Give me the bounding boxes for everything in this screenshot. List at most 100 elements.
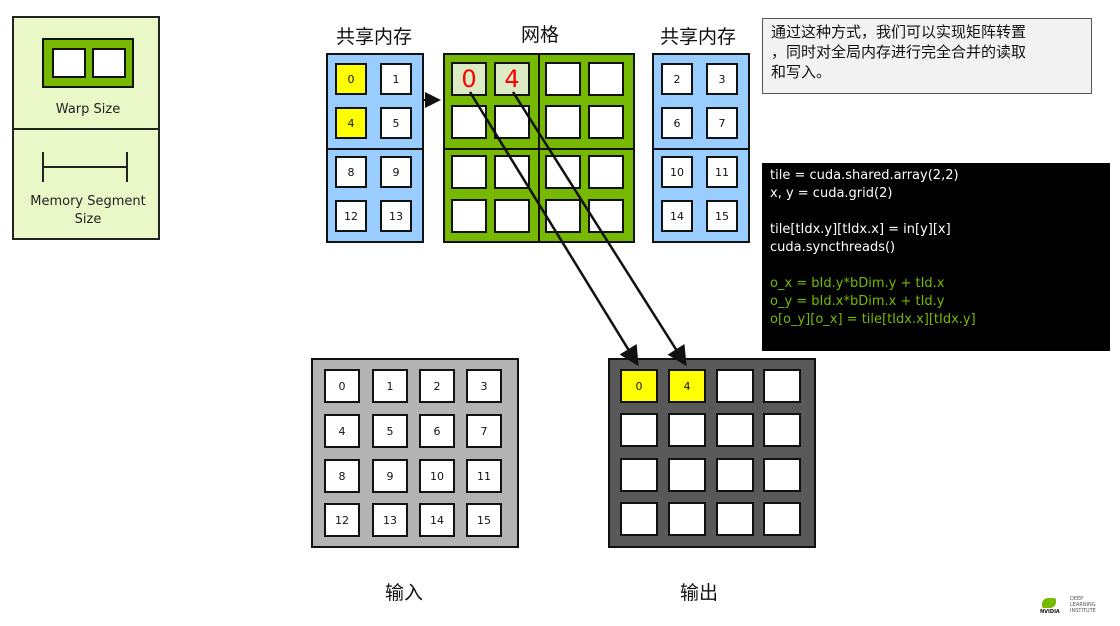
- grid-cell: [451, 155, 487, 189]
- input-cell: 11: [466, 459, 502, 493]
- dli-line: LEARNING: [1070, 602, 1096, 608]
- grid-cell: [588, 62, 624, 96]
- output-cell: [763, 369, 801, 403]
- grid-cell: [494, 199, 530, 233]
- note-line: 通过这种方式，我们可以实现矩阵转置: [771, 23, 1027, 41]
- code-line: x, y = cuda.grid(2): [770, 186, 893, 201]
- output-cell: [668, 502, 706, 536]
- code-line-green: o_x = bId.y*bDim.y + tId.x: [770, 276, 945, 291]
- output-cell: [716, 413, 754, 447]
- input-cell: 5: [372, 414, 408, 448]
- warp-square: [52, 48, 86, 78]
- code-line-green: o[o_y][o_x] = tile[tIdx.x][tIdx.y]: [770, 312, 976, 327]
- shared-right-cell: 2: [661, 63, 693, 95]
- shared-right-cell: 11: [706, 156, 738, 188]
- grid-cell: [588, 199, 624, 233]
- grid-cell: [451, 199, 487, 233]
- shared-memory-right-title: 共享内存: [660, 26, 737, 48]
- tile-divider: [652, 148, 750, 150]
- grid-title: 网格: [521, 24, 560, 46]
- input-cell: 9: [372, 459, 408, 493]
- memory-segment-size-label: Size: [74, 212, 102, 227]
- grid-cell: [545, 199, 581, 233]
- input-cell: 15: [466, 503, 502, 537]
- input-cell: 3: [466, 369, 502, 403]
- arrow-grid-4-to-output: [511, 91, 687, 367]
- output-cell: [716, 369, 754, 403]
- output-cell: [763, 502, 801, 536]
- shared-left-cell: 5: [380, 107, 412, 139]
- segment-tick-right: [126, 152, 128, 182]
- note-line: ，同时对全局内存进行完全合并的读取: [771, 43, 1027, 61]
- shared-left-cell: 1: [380, 63, 412, 95]
- arrow-grid-0-to-output: [468, 91, 639, 367]
- nvidia-eye-icon: [1042, 598, 1056, 608]
- shared-memory-left-title: 共享内存: [336, 26, 413, 48]
- input-cell: 0: [324, 369, 360, 403]
- input-title: 输入: [385, 582, 424, 604]
- input-cell: 6: [419, 414, 455, 448]
- grid-cell-highlight: 4: [494, 62, 530, 96]
- shared-right-cell: 14: [661, 200, 693, 232]
- output-cell: [620, 502, 658, 536]
- legend-divider: [14, 128, 158, 130]
- nvidia-dli-logo: NVIDIA DEEP LEARNING INSTITUTE: [1040, 596, 1106, 618]
- code-line: tile[tIdx.y][tIdx.x] = in[y][x]: [770, 222, 951, 237]
- code-block: tile = cuda.shared.array(2,2) x, y = cud…: [762, 163, 1110, 351]
- shared-right-cell: 15: [706, 200, 738, 232]
- input-cell: 8: [324, 459, 360, 493]
- input-cell: 12: [324, 503, 360, 537]
- explanation-note: 通过这种方式，我们可以实现矩阵转置 ，同时对全局内存进行完全合并的读取 和写入。: [762, 18, 1092, 94]
- input-cell: 10: [419, 459, 455, 493]
- code-line-green: o_y = bId.x*bDim.x + tId.y: [770, 294, 945, 309]
- output-title: 输出: [680, 582, 719, 604]
- shared-left-cell: 12: [335, 200, 367, 232]
- note-line: 和写入。: [771, 63, 832, 81]
- grid-cell: [588, 155, 624, 189]
- input-cell: 7: [466, 414, 502, 448]
- shared-right-cell: 3: [706, 63, 738, 95]
- grid-cell: [545, 62, 581, 96]
- output-cell: [620, 458, 658, 492]
- grid-cell: [588, 105, 624, 139]
- dli-line: INSTITUTE: [1070, 608, 1096, 614]
- output-cell-highlight: 0: [620, 369, 658, 403]
- segment-tick-left: [42, 152, 44, 182]
- output-cell: [716, 458, 754, 492]
- dli-line: DEEP: [1070, 596, 1084, 602]
- tile-divider: [326, 148, 424, 150]
- warp-size-icon: [42, 38, 134, 88]
- input-cell: 4: [324, 414, 360, 448]
- input-cell: 2: [419, 369, 455, 403]
- output-cell: [763, 413, 801, 447]
- warp-size-label: Warp Size: [55, 102, 121, 117]
- shared-right-cell: 7: [706, 107, 738, 139]
- grid-cell: [494, 105, 530, 139]
- shared-left-cell: 4: [335, 107, 367, 139]
- output-cell: [763, 458, 801, 492]
- shared-right-cell: 6: [661, 107, 693, 139]
- output-cell: [668, 458, 706, 492]
- shared-left-cell: 8: [335, 156, 367, 188]
- output-cell: [716, 502, 754, 536]
- grid-cell-highlight: 0: [451, 62, 487, 96]
- grid-cell: [545, 105, 581, 139]
- warp-square: [92, 48, 126, 78]
- shared-left-cell: 9: [380, 156, 412, 188]
- code-line: tile = cuda.shared.array(2,2): [770, 168, 959, 183]
- output-cell: [620, 413, 658, 447]
- nvidia-wordmark: NVIDIA: [1040, 609, 1060, 615]
- memory-segment-label: Memory Segment: [30, 194, 146, 209]
- input-cell: 13: [372, 503, 408, 537]
- shared-left-cell: 0: [335, 63, 367, 95]
- shared-left-cell: 13: [380, 200, 412, 232]
- output-cell-highlight: 4: [668, 369, 706, 403]
- input-cell: 1: [372, 369, 408, 403]
- shared-right-cell: 10: [661, 156, 693, 188]
- grid-block-divider-horizontal: [443, 148, 635, 150]
- output-cell: [668, 413, 706, 447]
- input-cell: 14: [419, 503, 455, 537]
- legend-panel: Warp Size Memory Segment Size: [12, 16, 160, 240]
- code-line: cuda.syncthreads(): [770, 240, 896, 255]
